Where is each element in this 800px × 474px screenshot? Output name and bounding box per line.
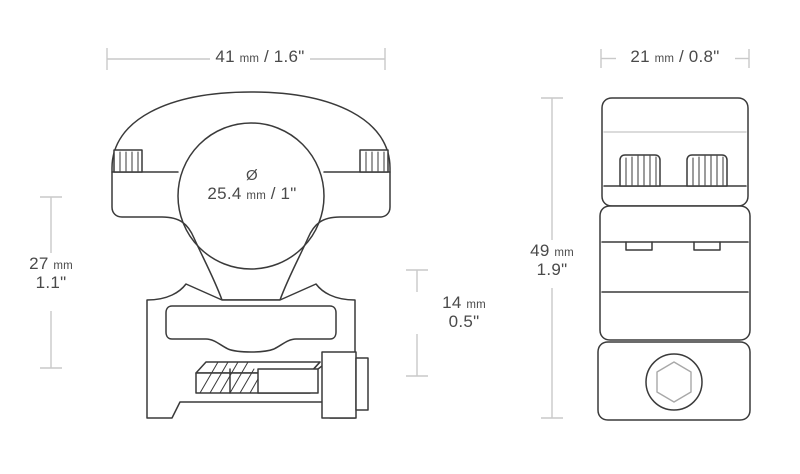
dimension-27mm-unit: mm — [53, 260, 73, 272]
bolt-thread-hatching — [199, 361, 259, 394]
bore-circle — [177, 122, 325, 270]
dimension-41mm-unit: mm — [239, 53, 260, 65]
dimension-21mm-separator: / — [678, 47, 684, 66]
bolt-head — [321, 351, 357, 419]
side-mid-body — [599, 205, 751, 341]
dimension-label-41mm: 41 mm / 1.6" — [210, 47, 310, 67]
dimension-21mm-unit: mm — [654, 53, 675, 65]
dimension-bore-imperial: 1" — [280, 184, 297, 203]
dimension-bore-unit: mm — [246, 190, 266, 202]
side-recess-left — [625, 241, 653, 251]
recoil-slot — [165, 305, 337, 353]
dimension-label-14mm: 14 mm 0.5" — [425, 293, 503, 332]
right-clamp-screw — [359, 149, 389, 173]
bolt-head-cap — [355, 357, 369, 411]
dimension-21mm-imperial: 0.8" — [688, 47, 720, 66]
dimension-bore-separator: / — [270, 184, 276, 203]
dimension-label-bore: Ø 25.4 mm / 1" — [176, 168, 328, 204]
diameter-symbol-icon: Ø — [246, 167, 258, 184]
side-upper-body — [601, 97, 749, 207]
dimension-14mm-value: 14 — [442, 293, 462, 312]
knurled-screw-left — [619, 154, 661, 187]
dimension-49mm-value: 49 — [530, 241, 550, 260]
dimension-label-27mm: 27 mm 1.1" — [11, 254, 91, 293]
dimension-21mm — [600, 49, 750, 68]
dimension-21mm-value: 21 — [630, 47, 650, 66]
front-view-geometry — [111, 91, 391, 419]
dimension-41mm-imperial: 1.6" — [273, 47, 305, 66]
dimension-49mm-imperial: 1.9" — [536, 260, 568, 279]
dimension-49mm-unit: mm — [554, 247, 574, 259]
dimension-label-49mm: 49 mm 1.9" — [512, 241, 592, 280]
knurled-screw-right — [686, 154, 728, 187]
dimension-27mm-imperial: 1.1" — [35, 273, 67, 292]
left-clamp-screw — [113, 149, 143, 173]
dimension-27mm — [40, 196, 62, 369]
hex-socket-bolt — [645, 353, 703, 411]
dimension-14mm-unit: mm — [466, 299, 486, 311]
rail-clamp-bolt — [195, 351, 369, 419]
dimension-49mm — [541, 97, 563, 419]
side-recess-right — [693, 241, 721, 251]
dimension-41mm — [106, 48, 386, 70]
side-bottom-block — [597, 341, 751, 421]
dimension-41mm-value: 41 — [215, 47, 235, 66]
dimension-bore-value: 25.4 — [207, 184, 242, 203]
ring-body-outline — [111, 91, 391, 301]
side-view-geometry — [597, 97, 751, 421]
dimension-41mm-separator: / — [263, 47, 269, 66]
dimension-14mm — [406, 269, 428, 377]
dimension-27mm-value: 27 — [29, 254, 49, 273]
dimension-14mm-imperial: 0.5" — [448, 312, 480, 331]
dimension-label-21mm: 21 mm / 0.8" — [611, 47, 739, 67]
